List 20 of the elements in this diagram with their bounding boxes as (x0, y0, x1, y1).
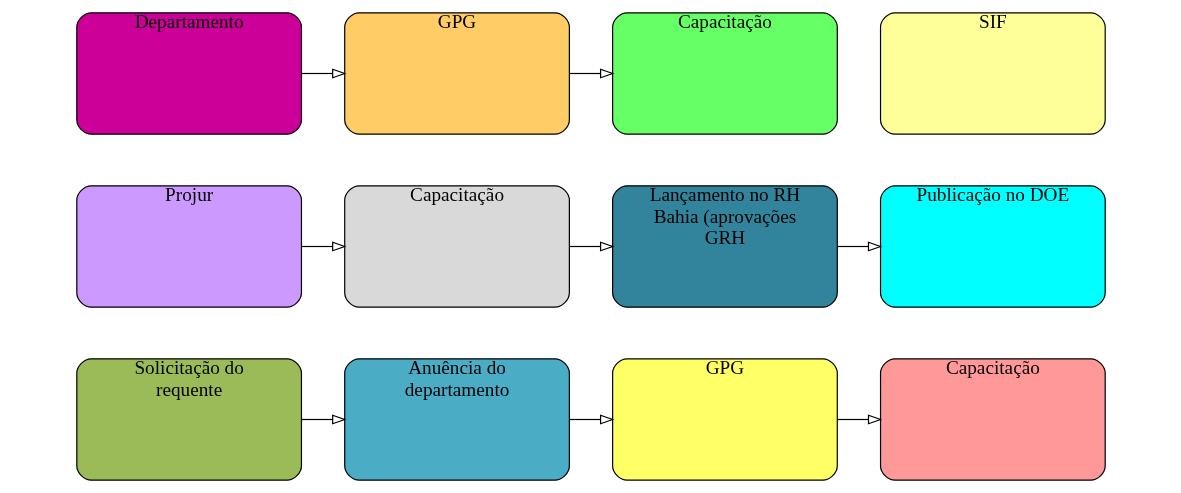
node-box: Anuência do departamento (343, 358, 570, 481)
node-box: GPG (343, 12, 570, 135)
node-box: Lançamento no RH Bahia (aprovações GRH (611, 185, 838, 308)
arrow (300, 414, 346, 425)
arrow (300, 241, 346, 252)
node-box: Capacitação (879, 358, 1106, 481)
arrow (568, 414, 614, 425)
node-box: SIF (879, 12, 1106, 135)
arrow (568, 241, 614, 252)
arrow (836, 241, 882, 252)
node-box: Publicação no DOE (879, 185, 1106, 308)
arrow (836, 414, 882, 425)
arrow (300, 68, 346, 79)
node-box: Capacitação (343, 185, 570, 308)
node-box: Capacitação (611, 12, 838, 135)
node-box: Departamento (75, 12, 302, 135)
node-box: Projur (75, 185, 302, 308)
node-box: Solicitação do requente (75, 358, 302, 481)
node-box: GPG (611, 358, 838, 481)
arrow (568, 68, 614, 79)
